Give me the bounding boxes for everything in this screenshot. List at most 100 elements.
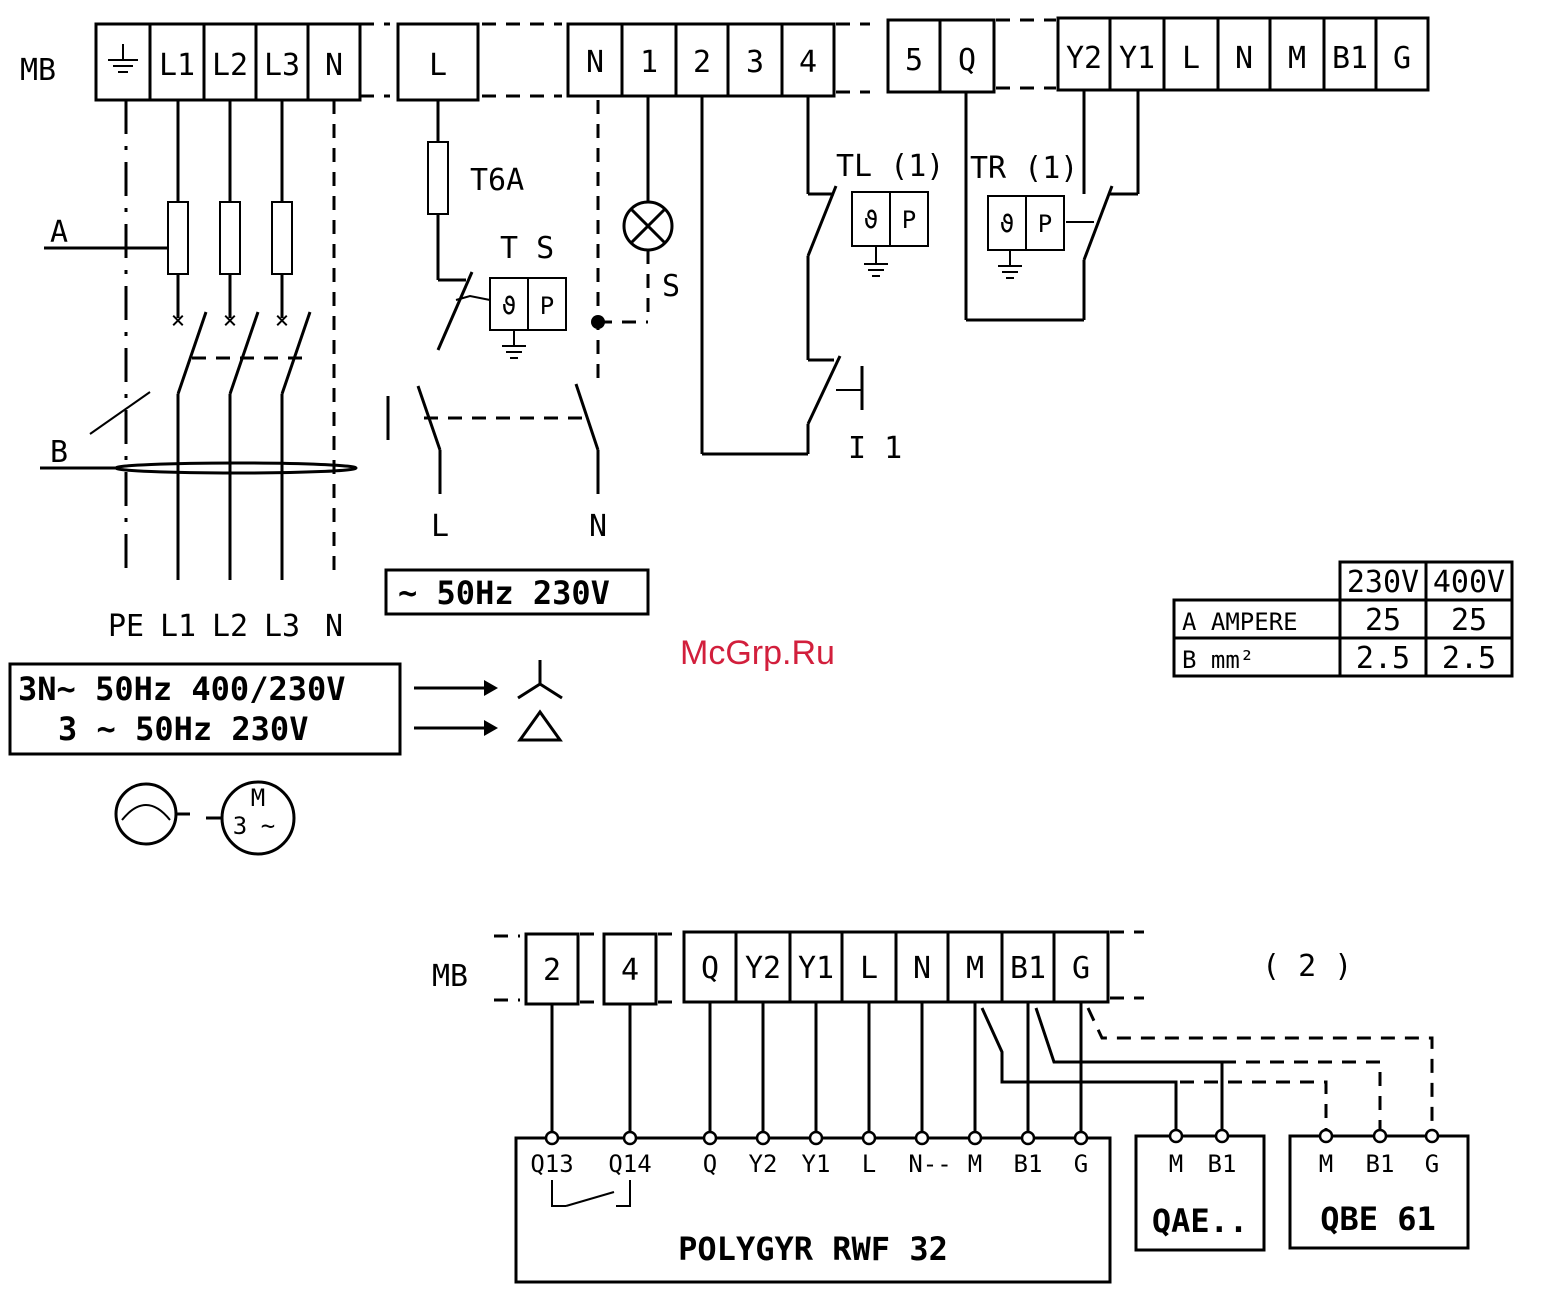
terminal-label: L3 [264, 48, 300, 83]
terminal-label: N [913, 951, 931, 986]
lamp-label: S [662, 269, 680, 304]
terminal-label: L2 [212, 48, 248, 83]
fan-icon [114, 782, 190, 846]
terminal-label: 2 [543, 953, 561, 988]
terminal-label: Y2 [1066, 41, 1102, 76]
spec-cell: 25 [1365, 603, 1401, 638]
terminal-label: G [1072, 951, 1090, 986]
mb-label-lower: MB [432, 959, 468, 994]
watermark: McGrp.Ru [680, 634, 835, 672]
p-label: P [1038, 210, 1052, 238]
pin-label: Q [703, 1150, 717, 1178]
terminal-label: L [1182, 41, 1200, 76]
terminal-label: G [1393, 41, 1411, 76]
terminal-label: B1 [1010, 951, 1046, 986]
terminal-label: B1 [1332, 41, 1368, 76]
terminal-label: L [429, 48, 447, 83]
i1-label: I 1 [848, 431, 902, 466]
supply-label: L3 [264, 609, 300, 644]
connection-arrows [414, 660, 563, 742]
pin-label: Y1 [802, 1150, 831, 1178]
fuse-label: T6A [470, 163, 524, 198]
lamp-icon [622, 200, 674, 252]
terminal-label: N [325, 48, 343, 83]
terminal-label: L1 [159, 48, 195, 83]
supply-label: PE [108, 609, 144, 644]
rwf32-name: POLYGYR RWF 32 [678, 1230, 948, 1268]
terminal-label: M [1288, 41, 1306, 76]
terminal-label: N [586, 45, 604, 80]
terminal-label: Y1 [1119, 41, 1155, 76]
switch-label-l: L [431, 509, 449, 544]
pin-label: M [1169, 1150, 1183, 1178]
spec-table: 230V 400V A AMPERE 25 25 B mm² 2.5 2.5 [1172, 560, 1514, 678]
terminal-label: Q [701, 951, 719, 986]
pin-label: G [1425, 1150, 1439, 1178]
motor-phase-label: 3 [233, 812, 247, 840]
note-2: ( 2 ) [1262, 949, 1352, 984]
tr-label: TR (1) [970, 151, 1078, 186]
temperature-sensor-icon: ϑ [1000, 210, 1014, 238]
terminal-label: 3 [746, 45, 764, 80]
pin-label: M [968, 1150, 982, 1178]
pin-label: L [862, 1150, 876, 1178]
star-connection-icon [517, 660, 563, 700]
pin-label: N-- [908, 1150, 951, 1178]
pin-label: M [1319, 1150, 1333, 1178]
pin-label: Q14 [608, 1150, 651, 1178]
terminal-block-main: L1 L2 L3 N [94, 22, 362, 102]
delta-connection-icon [517, 709, 563, 742]
terminal-label: Q [958, 43, 976, 78]
terminal-label: 4 [621, 953, 639, 988]
supply-label: L1 [160, 609, 196, 644]
power-supply-line1: 3N~ 50Hz 400/230V [18, 670, 346, 708]
spec-cell: 2.5 [1356, 641, 1410, 676]
spec-cell: 2.5 [1442, 641, 1496, 676]
control-supply-text: ~ 50Hz 230V [398, 574, 610, 612]
motor-ac-label: ~ [261, 812, 275, 840]
supply-label: N [325, 609, 343, 644]
pin-label: B1 [1208, 1150, 1237, 1178]
qae-sensor: M B1 QAE.. [1134, 1128, 1266, 1252]
temperature-sensor-icon: ϑ [502, 292, 516, 320]
label-b: B [50, 435, 68, 470]
tl-label: TL (1) [836, 149, 944, 184]
ts-label: T S [500, 231, 554, 266]
spec-row-label: A AMPERE [1182, 608, 1298, 636]
lower-wiring [550, 1002, 1434, 1132]
svg-text:×: × [275, 306, 289, 334]
terminal-label: M [966, 951, 984, 986]
control-supply-box: ~ 50Hz 230V [384, 568, 650, 616]
svg-text:×: × [171, 306, 185, 334]
spec-cell: 25 [1451, 603, 1487, 638]
power-supply-line2: 3 ~ 50Hz 230V [58, 710, 308, 748]
spec-header: 400V [1433, 565, 1505, 600]
terminal-label: 4 [799, 45, 817, 80]
pin-label: Y2 [749, 1150, 778, 1178]
spec-row-label: B mm² [1182, 646, 1254, 674]
terminal-label: 1 [640, 45, 658, 80]
power-wiring: × × × [40, 100, 358, 580]
spec-header: 230V [1347, 565, 1419, 600]
p-label: P [902, 206, 916, 234]
terminal-label: 5 [905, 43, 923, 78]
terminal-block-regulator: Y2 Y1 L N M B1 G [1056, 16, 1430, 92]
pin-label: Q13 [530, 1150, 573, 1178]
svg-text:×: × [223, 306, 237, 334]
terminal-label: Y2 [745, 951, 781, 986]
qae-name: QAE.. [1152, 1202, 1248, 1240]
rwf32-controller: Q13 Q14 Q Y2 Y1 L N-- M B1 G POLYGYR RWF… [514, 1130, 1112, 1284]
p-label: P [540, 292, 554, 320]
motor-icon: M 3 ~ [206, 780, 296, 856]
terminal-block-control: N 1 2 3 4 [566, 22, 836, 98]
control-wiring [386, 90, 1140, 494]
pin-label: G [1074, 1150, 1088, 1178]
qbe61-sensor: M B1 G QBE 61 [1288, 1128, 1470, 1250]
terminal-label: Y1 [798, 951, 834, 986]
pin-label: B1 [1014, 1150, 1043, 1178]
mb-label-top: MB [20, 53, 56, 88]
terminal-label: N [1235, 41, 1253, 76]
qbe61-name: QBE 61 [1320, 1200, 1436, 1238]
